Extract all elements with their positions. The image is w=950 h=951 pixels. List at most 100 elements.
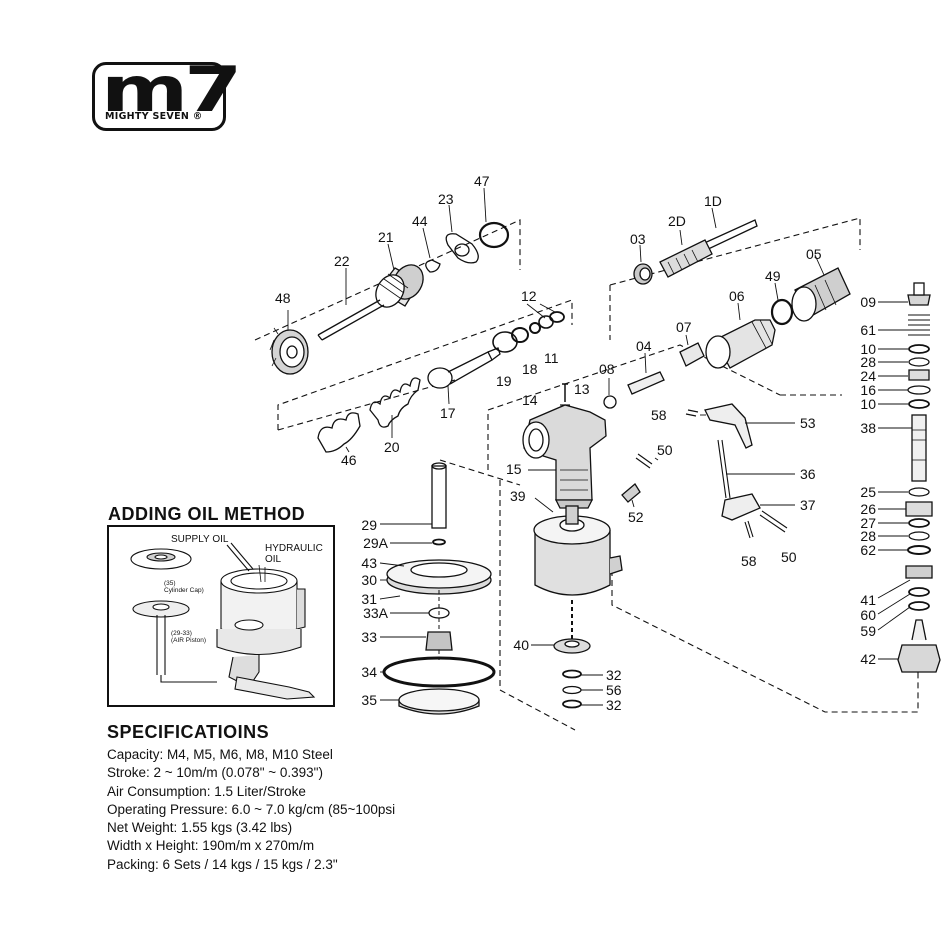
part-label: 05 bbox=[806, 246, 822, 262]
spec-item: Stroke: 2 ~ 10m/m (0.078" ~ 0.393") bbox=[107, 765, 323, 781]
part-air-cylinder bbox=[533, 505, 623, 596]
part-lever bbox=[721, 493, 761, 521]
part-rod bbox=[317, 299, 385, 341]
specifications-list: Capacity: M4, M5, M6, M8, M10 Steel Stro… bbox=[107, 746, 395, 874]
part-label: 58 bbox=[741, 553, 757, 569]
part-label: 2D bbox=[668, 213, 686, 229]
part-label: 50 bbox=[657, 442, 673, 458]
logo-mark: m7 bbox=[101, 53, 242, 126]
part-label: 23 bbox=[438, 191, 454, 207]
part-label: 28 bbox=[860, 528, 876, 544]
part-label: 52 bbox=[628, 509, 644, 525]
part-clip-plate bbox=[445, 233, 479, 264]
part-trigger bbox=[704, 403, 753, 449]
part-label: 09 bbox=[860, 294, 876, 310]
part-label: 50 bbox=[781, 549, 797, 565]
hydraulic-label: HYDRAULIC bbox=[265, 543, 323, 554]
part-label: 1D bbox=[704, 193, 722, 209]
part-spring bbox=[369, 377, 421, 428]
part-small-nut bbox=[633, 263, 653, 285]
part-label: 11 bbox=[544, 350, 559, 366]
part-label: 14 bbox=[522, 392, 538, 408]
part-spring-large bbox=[317, 412, 361, 453]
part-knurled-nut bbox=[375, 264, 424, 308]
part-label: 33A bbox=[363, 605, 389, 621]
part-label: 58 bbox=[651, 407, 667, 423]
oil-method-drawing bbox=[130, 542, 316, 700]
part-tool-body bbox=[522, 404, 607, 509]
part-label: 44 bbox=[412, 213, 428, 229]
part-nose-assembly-column bbox=[897, 282, 941, 673]
part-label: 39 bbox=[510, 488, 526, 504]
part-hex-nut bbox=[425, 631, 453, 651]
cylinder-cap-number: (35) bbox=[164, 580, 176, 587]
group-outline-upper-left bbox=[254, 217, 919, 731]
part-label: 36 bbox=[800, 466, 816, 482]
part-retaining-clip bbox=[425, 259, 441, 273]
part-label: 03 bbox=[630, 231, 646, 247]
hydraulic-oil-label: OIL bbox=[265, 554, 282, 565]
part-label: 62 bbox=[860, 542, 876, 558]
part-label: 27 bbox=[860, 515, 876, 531]
part-label: 49 bbox=[765, 268, 781, 284]
part-large-o-ring bbox=[382, 656, 496, 688]
part-label: 43 bbox=[361, 555, 377, 571]
specifications-title: SPECIFICATIOINS bbox=[107, 722, 270, 742]
cylinder-cap-caption: Cylinder Cap) bbox=[164, 587, 204, 594]
part-label: 28 bbox=[860, 354, 876, 370]
oil-method-illustration: SUPPLY OIL HYDRAULIC OIL (35) Cylinder C… bbox=[107, 525, 335, 707]
part-label: 12 bbox=[521, 288, 537, 304]
part-label: 47 bbox=[474, 173, 490, 189]
part-air-piston-disc bbox=[386, 559, 492, 595]
air-piston-number: (29-33) bbox=[171, 630, 192, 637]
part-label: 59 bbox=[860, 623, 876, 639]
part-piston bbox=[427, 347, 501, 389]
part-label: 21 bbox=[378, 229, 394, 245]
part-knurled-cap bbox=[269, 327, 309, 375]
part-label: 17 bbox=[440, 405, 456, 421]
part-label: 40 bbox=[513, 637, 529, 653]
part-label: 10 bbox=[860, 396, 876, 412]
part-label: 29A bbox=[363, 535, 389, 551]
part-label: 37 bbox=[800, 497, 816, 513]
part-label: 56 bbox=[606, 682, 622, 698]
spec-item: Capacity: M4, M5, M6, M8, M10 Steel bbox=[107, 747, 333, 762]
part-piston-rod bbox=[431, 462, 447, 529]
part-label: 41 bbox=[860, 592, 876, 608]
part-label: 32 bbox=[606, 667, 622, 683]
part-label: 07 bbox=[676, 319, 692, 335]
oil-method-title: ADDING OIL METHOD bbox=[108, 504, 306, 524]
part-label: 15 bbox=[506, 461, 522, 477]
part-label: 34 bbox=[361, 664, 377, 680]
part-label: 19 bbox=[496, 373, 512, 389]
part-label: 61 bbox=[860, 322, 876, 338]
part-label: 32 bbox=[606, 697, 622, 713]
part-label: 38 bbox=[860, 420, 876, 436]
part-label: 60 bbox=[860, 607, 876, 623]
part-label: 10 bbox=[860, 341, 876, 357]
spec-item: Air Consumption: 1.5 Liter/Stroke bbox=[107, 783, 306, 799]
part-label: 42 bbox=[860, 651, 876, 667]
part-knurled-sleeve bbox=[791, 267, 851, 322]
part-label: 08 bbox=[599, 361, 615, 377]
part-valve-rod bbox=[717, 439, 731, 499]
part-label: 16 bbox=[860, 382, 876, 398]
brand-logo: m7 MIGHTY SEVEN ® bbox=[92, 59, 242, 131]
spec-item: Operating Pressure: 6.0 ~ 7.0 kg/cm (85~… bbox=[107, 801, 396, 817]
part-label: 46 bbox=[341, 452, 357, 468]
spec-item: Net Weight: 1.55 kgs (3.42 lbs) bbox=[107, 820, 293, 836]
part-jaw-housing bbox=[705, 319, 776, 369]
part-label: 31 bbox=[361, 591, 377, 607]
air-piston-caption: (AIR Piston) bbox=[171, 637, 207, 644]
part-label: 29 bbox=[361, 517, 377, 533]
part-jaw-pusher bbox=[627, 371, 665, 395]
part-label: 48 bbox=[275, 290, 291, 306]
part-o-ring bbox=[478, 221, 510, 249]
spec-item: Width x Height: 190m/m x 270m/m bbox=[107, 838, 315, 854]
part-label: 53 bbox=[800, 415, 816, 431]
part-cylinder-cap bbox=[398, 688, 480, 715]
part-label: 26 bbox=[860, 501, 876, 517]
logo-brand-name: MIGHTY SEVEN ® bbox=[105, 111, 203, 122]
part-label: 06 bbox=[729, 288, 745, 304]
